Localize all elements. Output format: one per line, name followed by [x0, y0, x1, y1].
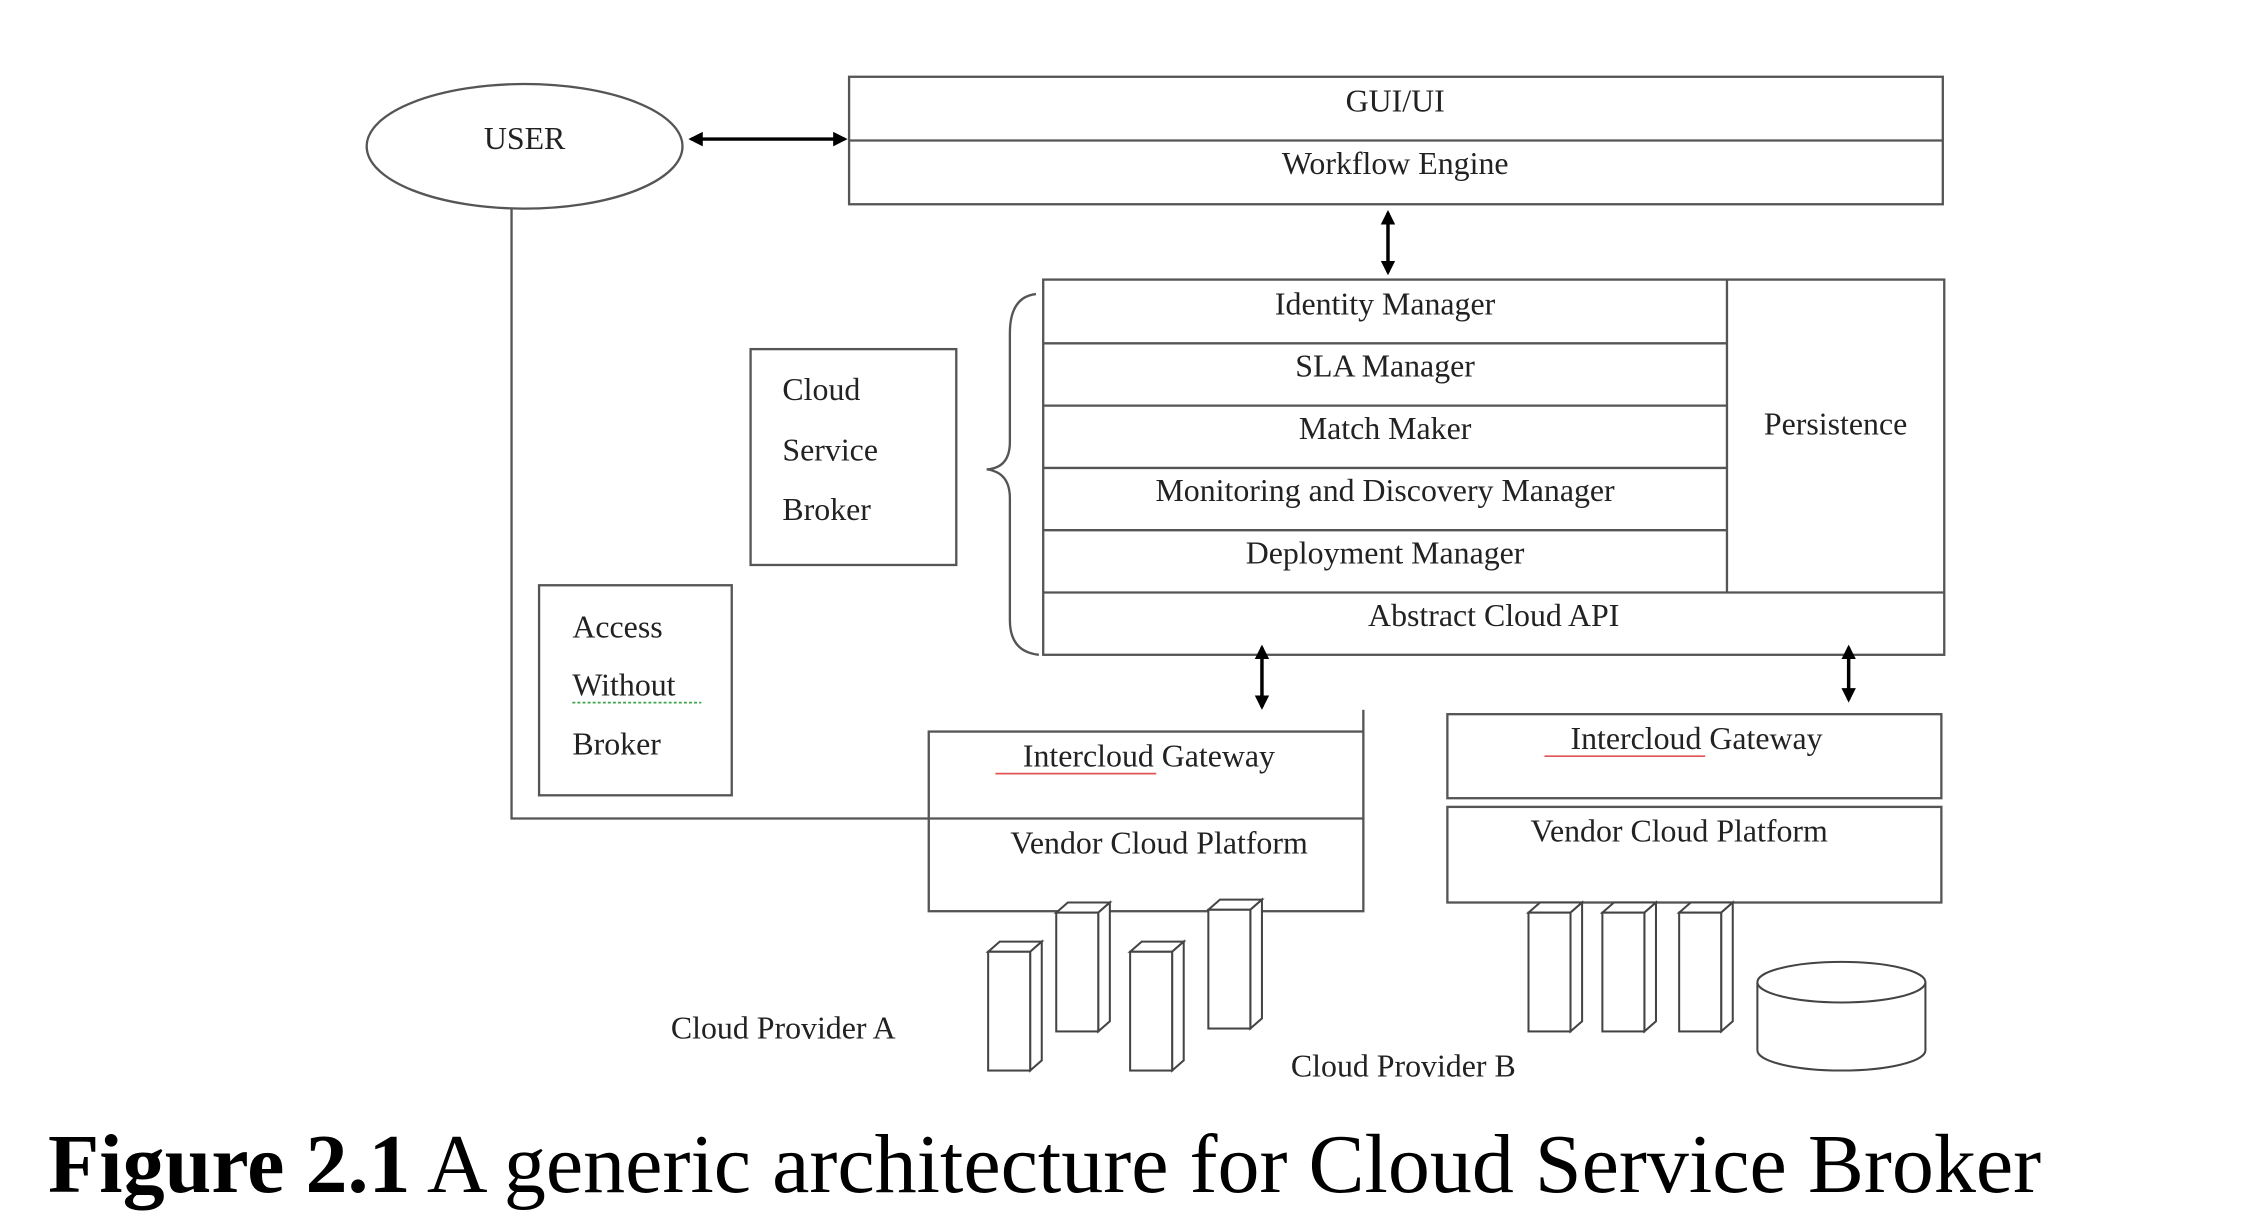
access-label-line: Access — [572, 609, 662, 644]
server-icon — [1599, 900, 1659, 1034]
user-node: USER — [365, 82, 684, 210]
broker-label-line: Service — [782, 433, 878, 468]
broker-label-line: Broker — [782, 492, 871, 527]
access-without-broker-box: Access Without Broker — [537, 584, 733, 797]
figure-caption: Figure 2.1 A generic architecture for Cl… — [48, 1118, 2041, 1211]
provider-b-gateway-label: Intercloud Gateway — [1570, 721, 1822, 756]
figure-caption-text: A generic architecture for Cloud Service… — [410, 1118, 2041, 1211]
gui-workflow-stack: GUI/UI Workflow Engine — [847, 75, 1944, 206]
workflow-engine-label: Workflow Engine — [1282, 146, 1509, 181]
provider-a-gateway-label: Intercloud Gateway — [1023, 738, 1275, 773]
identity-manager-label: Identity Manager — [1275, 286, 1496, 321]
broker-label-line: Cloud — [782, 372, 860, 407]
server-icon — [1053, 900, 1113, 1034]
access-label-line: Without — [572, 667, 675, 702]
server-icon — [1127, 939, 1187, 1073]
persistence-label: Persistence — [1764, 407, 1907, 442]
provider-b-servers: Cloud Provider B — [1291, 900, 1927, 1083]
sla-manager-label: SLA Manager — [1295, 349, 1475, 384]
monitoring-discovery-label: Monitoring and Discovery Manager — [1155, 473, 1615, 508]
provider-a-servers: Cloud Provider A — [671, 897, 1265, 1073]
database-icon — [1756, 960, 1927, 1072]
server-icon — [1205, 897, 1265, 1031]
provider-a-stack: Intercloud Gateway Vendor Cloud Platform — [927, 709, 1365, 913]
server-icon — [1676, 900, 1736, 1034]
user-label: USER — [484, 121, 566, 156]
provider-a-name: Cloud Provider A — [671, 1011, 896, 1046]
curly-brace — [986, 292, 1039, 656]
provider-b-name: Cloud Provider B — [1291, 1048, 1516, 1083]
provider-a-platform-label: Vendor Cloud Platform — [1010, 825, 1308, 860]
abstract-cloud-api-label: Abstract Cloud API — [1368, 598, 1619, 633]
gui-label: GUI/UI — [1346, 84, 1445, 119]
deployment-manager-label: Deployment Manager — [1246, 536, 1525, 571]
server-icon — [1525, 900, 1585, 1034]
direct-access-line — [510, 208, 929, 820]
cloud-service-broker-box: Cloud Service Broker — [749, 347, 958, 567]
figure-number: Figure 2.1 — [48, 1118, 410, 1211]
provider-b-stack: Intercloud Gateway Vendor Cloud Platform — [1446, 713, 1943, 904]
provider-b-platform-label: Vendor Cloud Platform — [1530, 814, 1828, 849]
server-icon — [985, 939, 1045, 1073]
broker-components: Identity Manager SLA Manager Match Maker… — [1042, 278, 1946, 656]
access-label-line: Broker — [572, 727, 661, 762]
match-maker-label: Match Maker — [1299, 411, 1472, 446]
